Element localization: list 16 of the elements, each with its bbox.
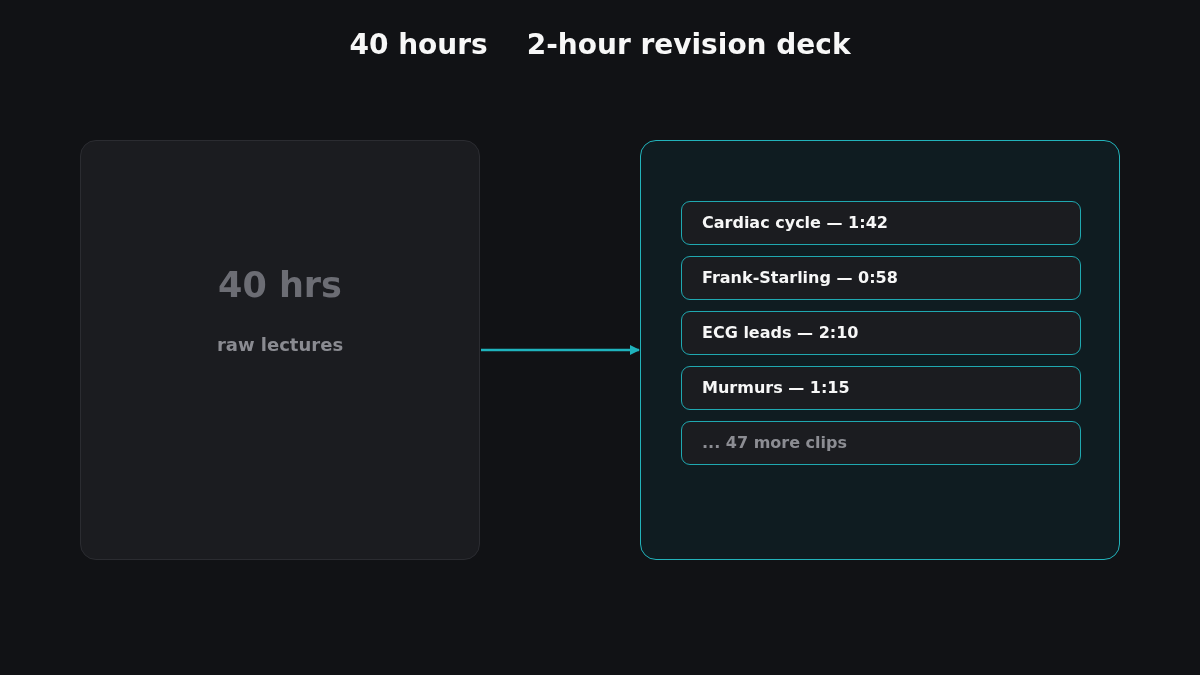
source-caption: raw lectures	[216, 333, 344, 357]
clip-title: Murmurs — 1:15	[702, 377, 850, 399]
source-panel	[80, 140, 480, 560]
clip-title: Cardiac cycle — 1:42	[702, 212, 888, 234]
clip-title: Frank-Starling — 0:58	[702, 267, 898, 289]
clip-row	[681, 311, 1081, 355]
clip-row	[681, 366, 1081, 410]
clip-row	[681, 201, 1081, 245]
deck-panel	[640, 140, 1120, 560]
diagram-title: 40 hours 2-hour revision deck	[348, 27, 852, 63]
arrow	[481, 345, 640, 355]
hours-figure: 40 hrs	[218, 264, 342, 307]
clip-row	[681, 421, 1081, 465]
clip-row	[681, 256, 1081, 300]
more-clips-text: ... 47 more clips	[702, 432, 848, 454]
clip-title: ECG leads — 2:10	[702, 322, 859, 344]
